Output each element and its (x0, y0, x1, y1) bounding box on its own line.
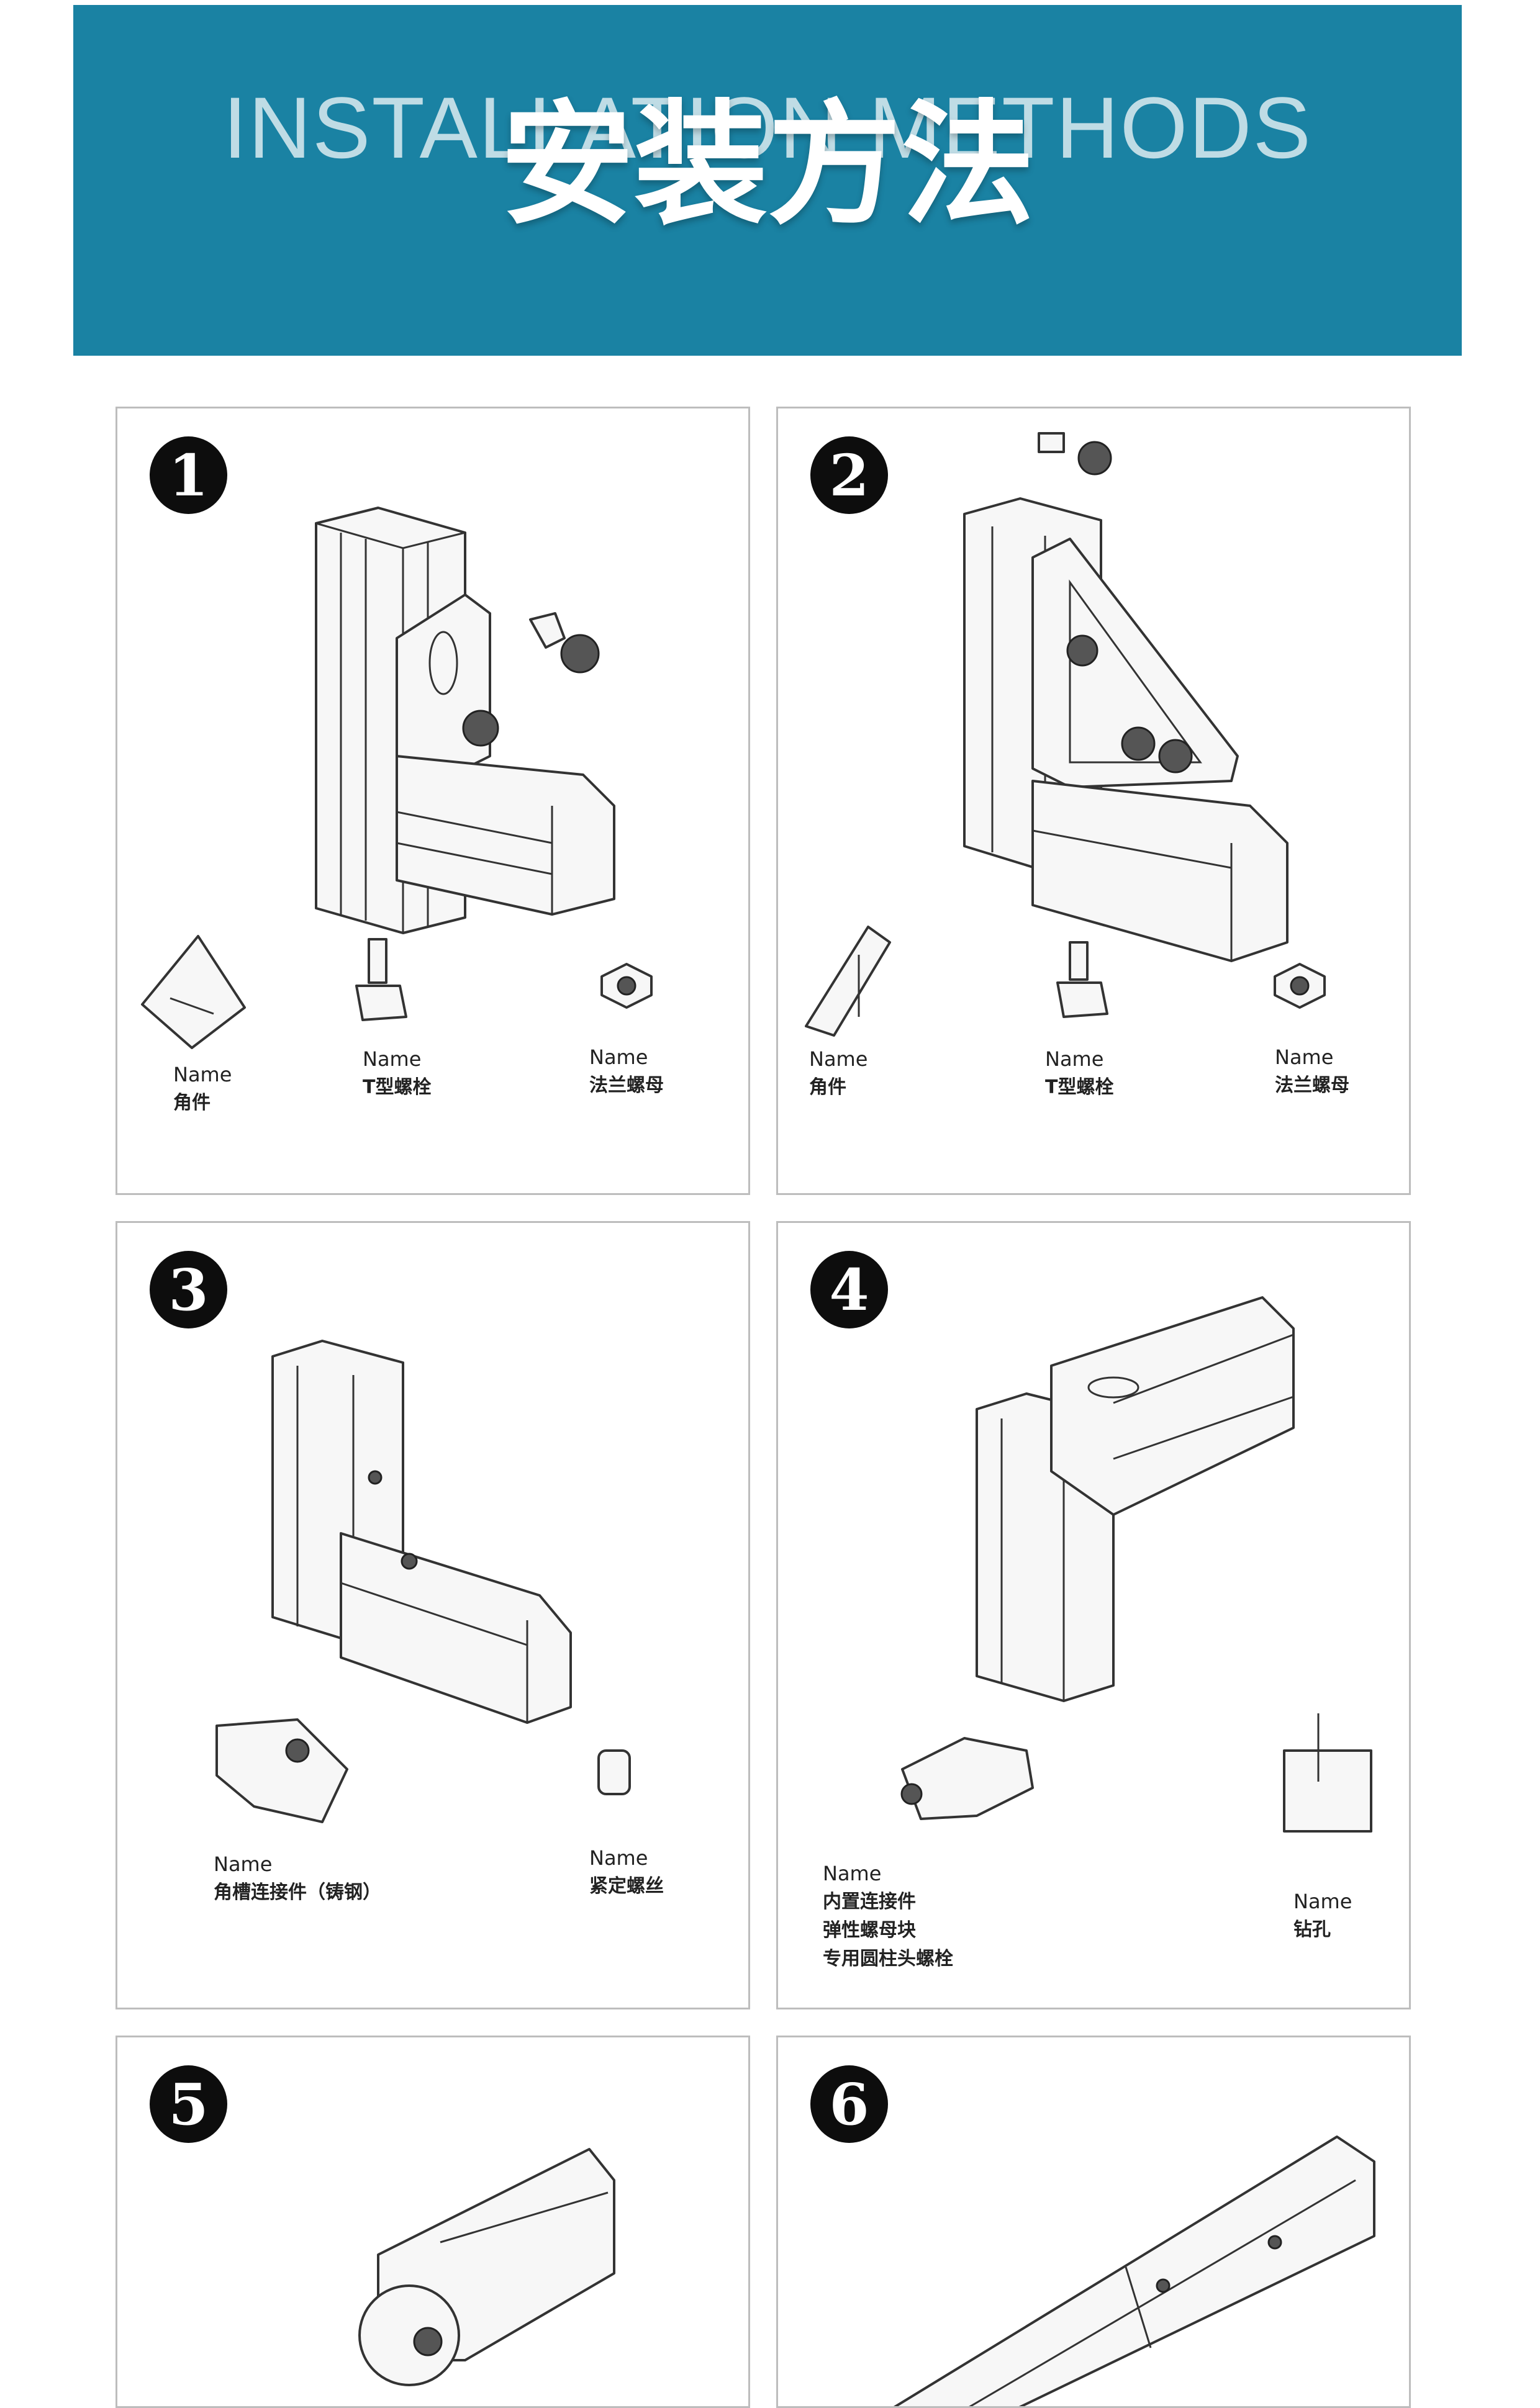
header-banner: INSTALLATION METHODS 安装方法 (73, 5, 1462, 356)
part-label: Name 紧定螺丝 (589, 1846, 664, 1897)
step-1-illustration (141, 507, 653, 1049)
step-6-number: 6 (810, 2065, 888, 2143)
step-2-panel: 2 Name 角件 Name T型螺栓 Name 法兰螺母 (776, 407, 1411, 1195)
step-3-illustration (215, 1340, 631, 1823)
step-2-number: 2 (810, 436, 888, 514)
step-4-panel: 4 Name 内置连接件 弹性螺母块 专用圆柱头螺栓 Name 钻孔 (776, 1221, 1411, 2009)
step-5-illustration (358, 2148, 615, 2386)
step-4-illustration (900, 1296, 1372, 1833)
step-1-number: 1 (150, 436, 227, 514)
part-label: Name T型螺栓 (1045, 1047, 1114, 1098)
step-6-illustration (893, 2135, 1375, 2406)
part-label: Name 法兰螺母 (1275, 1045, 1349, 1096)
step-2-illustration (805, 432, 1326, 1037)
step-3-panel: 3 Name 角槽连接件（铸钢） Name 紧定螺丝 (116, 1221, 750, 2009)
part-label: Name 角槽连接件（铸钢） (214, 1852, 381, 1903)
part-label: Name 角件 (173, 1063, 232, 1114)
part-label: Name T型螺栓 (363, 1047, 432, 1098)
part-label: Name 钻孔 (1293, 1890, 1352, 1941)
step-4-number: 4 (810, 1251, 888, 1328)
banner-title-en: INSTALLATION METHODS (223, 79, 1312, 176)
step-3-number: 3 (150, 1251, 227, 1328)
part-label: Name 法兰螺母 (589, 1045, 664, 1096)
step-5-panel: 5 (116, 2036, 750, 2408)
banner-title-zh: 安装方法 (500, 87, 1035, 243)
part-label: Name 内置连接件 弹性螺母块 专用圆柱头螺栓 (823, 1862, 953, 1970)
step-6-panel: 6 (776, 2036, 1411, 2408)
step-5-number: 5 (150, 2065, 227, 2143)
step-1-panel: 1 Name 角件 Name T型螺栓 Name (116, 407, 750, 1195)
part-label: Name 角件 (809, 1047, 868, 1098)
